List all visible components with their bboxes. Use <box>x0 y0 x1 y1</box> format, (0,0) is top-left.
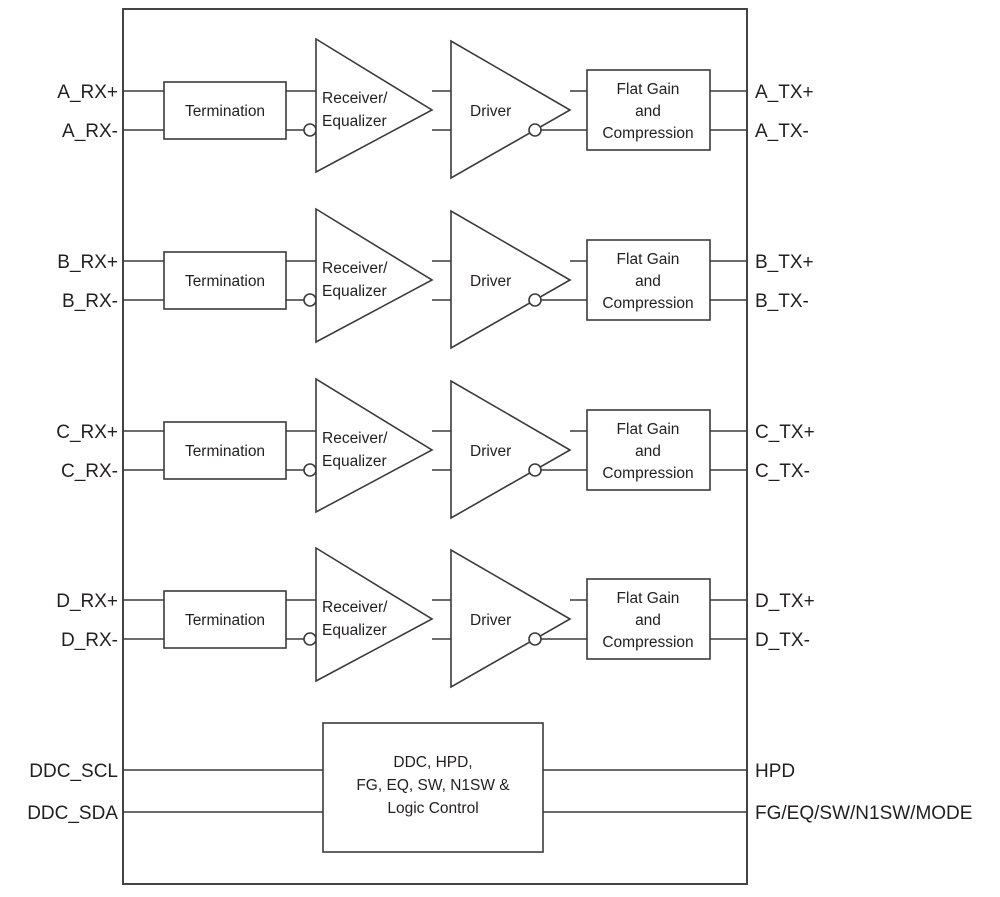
port-label-c-tx-minus: C_TX- <box>755 461 810 482</box>
gain-label-c-line3: Compression <box>602 465 693 482</box>
inversion-bubble-driver-c <box>528 463 542 477</box>
termination-label-b: Termination <box>185 273 265 290</box>
termination-box-d <box>163 590 287 649</box>
port-label-a-tx-plus: A_TX+ <box>755 82 814 103</box>
inversion-bubble-receiver-c <box>303 463 317 477</box>
driver-triangle-c <box>450 379 572 520</box>
port-label-b-tx-minus: B_TX- <box>755 291 809 312</box>
gain-label-d-line2: and <box>635 612 661 629</box>
port-label-fg-eq-sw-n1sw-mode: FG/EQ/SW/N1SW/MODE <box>755 803 972 824</box>
channel-d-group: D_RX+ D_RX- D_TX+ D_TX- Termination Rece… <box>56 546 815 689</box>
flat-gain-box-b <box>586 239 711 321</box>
driver-label-d: Driver <box>470 612 511 629</box>
port-label-d-tx-plus: D_TX+ <box>755 591 815 612</box>
receiver-label-b-line2: Equalizer <box>322 283 387 300</box>
termination-box-a <box>163 81 287 140</box>
receiver-label-c-line2: Equalizer <box>322 453 387 470</box>
termination-label-a: Termination <box>185 103 265 120</box>
gain-label-d-line1: Flat Gain <box>617 590 680 607</box>
gain-label-a-line1: Flat Gain <box>617 81 680 98</box>
port-label-a-rx-plus: A_RX+ <box>57 82 118 103</box>
port-label-b-rx-plus: B_RX+ <box>57 252 118 273</box>
inversion-bubble-driver-d <box>528 632 542 646</box>
receiver-equalizer-triangle-d <box>315 546 434 683</box>
port-label-a-rx-minus: A_RX- <box>62 121 118 142</box>
port-label-c-tx-plus: C_TX+ <box>755 422 815 443</box>
port-label-b-tx-plus: B_TX+ <box>755 252 814 273</box>
receiver-label-b-line1: Receiver/ <box>322 260 388 277</box>
inversion-bubble-driver-b <box>528 293 542 307</box>
termination-box-c <box>163 421 287 480</box>
inversion-bubble-receiver-b <box>303 293 317 307</box>
control-label-line1: DDC, HPD, <box>393 754 472 771</box>
ddc-logic-control-box <box>322 722 544 853</box>
port-label-hpd: HPD <box>755 761 795 782</box>
inversion-bubble-driver-a <box>528 123 542 137</box>
gain-label-c-line1: Flat Gain <box>617 421 680 438</box>
driver-triangle-b <box>450 209 572 350</box>
driver-label-c: Driver <box>470 443 511 460</box>
port-label-c-rx-plus: C_RX+ <box>56 422 118 443</box>
port-label-d-rx-plus: D_RX+ <box>56 591 118 612</box>
driver-label-a: Driver <box>470 103 511 120</box>
port-label-b-rx-minus: B_RX- <box>62 291 118 312</box>
driver-triangle-a <box>450 39 572 180</box>
gain-label-a-line2: and <box>635 103 661 120</box>
flat-gain-box-a <box>586 69 711 151</box>
receiver-equalizer-triangle-c <box>315 377 434 514</box>
gain-label-b-line3: Compression <box>602 295 693 312</box>
port-label-d-rx-minus: D_RX- <box>61 630 118 651</box>
termination-label-c: Termination <box>185 443 265 460</box>
receiver-equalizer-triangle-b <box>315 207 434 344</box>
channel-b-group: B_RX+ B_RX- B_TX+ B_TX- Termination Rece… <box>57 207 814 350</box>
receiver-label-a-line2: Equalizer <box>322 113 387 130</box>
gain-label-b-line2: and <box>635 273 661 290</box>
channel-c-group: C_RX+ C_RX- C_TX+ C_TX- Termination Rece… <box>56 377 815 520</box>
port-label-c-rx-minus: C_RX- <box>61 461 118 482</box>
control-label-line2: FG, EQ, SW, N1SW & <box>356 777 510 794</box>
gain-label-b-line1: Flat Gain <box>617 251 680 268</box>
termination-box-b <box>163 251 287 310</box>
inversion-bubble-receiver-a <box>303 123 317 137</box>
port-label-a-tx-minus: A_TX- <box>755 121 809 142</box>
driver-triangle-d <box>450 548 572 689</box>
channel-a-group: A_RX+ A_RX- A_TX+ A_TX- Termination Rece… <box>57 37 814 180</box>
receiver-label-a-line1: Receiver/ <box>322 90 388 107</box>
device-boundary-frame <box>122 8 748 885</box>
receiver-equalizer-triangle-a <box>315 37 434 174</box>
port-label-ddc-scl: DDC_SCL <box>29 761 118 782</box>
receiver-label-d-line1: Receiver/ <box>322 599 388 616</box>
flat-gain-box-c <box>586 409 711 491</box>
port-label-ddc-sda: DDC_SDA <box>27 803 118 824</box>
gain-label-a-line3: Compression <box>602 125 693 142</box>
driver-label-b: Driver <box>470 273 511 290</box>
flat-gain-box-d <box>586 578 711 660</box>
receiver-label-c-line1: Receiver/ <box>322 430 388 447</box>
receiver-label-d-line2: Equalizer <box>322 622 387 639</box>
gain-label-d-line3: Compression <box>602 634 693 651</box>
termination-label-d: Termination <box>185 612 265 629</box>
gain-label-c-line2: and <box>635 443 661 460</box>
control-label-line3: Logic Control <box>387 800 478 817</box>
inversion-bubble-receiver-d <box>303 632 317 646</box>
port-label-d-tx-minus: D_TX- <box>755 630 810 651</box>
control-logic-group: DDC_SCL DDC_SDA HPD FG/EQ/SW/N1SW/MODE D… <box>27 722 972 853</box>
